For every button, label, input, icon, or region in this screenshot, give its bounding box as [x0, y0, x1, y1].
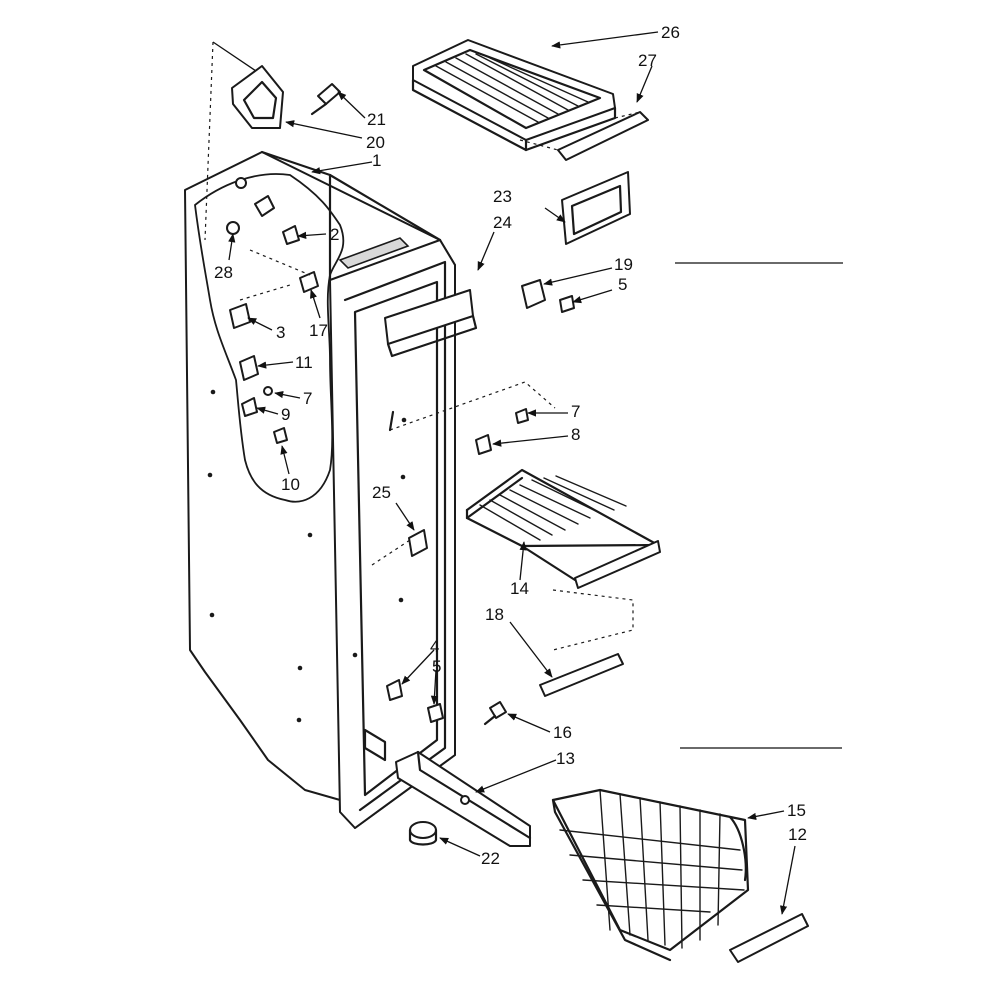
trim-strip-18	[539, 653, 624, 697]
trim-strip-12	[729, 913, 809, 963]
callout-18: 18	[485, 605, 504, 624]
callout-7b: 7	[571, 402, 580, 421]
light-shield-part	[384, 289, 478, 358]
callout-17: 17	[309, 321, 328, 340]
light-cover-part	[561, 171, 631, 245]
support-rail-part	[395, 750, 532, 847]
callout-24: 24	[493, 213, 512, 232]
wire-shelf-part	[465, 468, 661, 651]
callout-10: 10	[281, 475, 300, 494]
callout-5a: 5	[618, 275, 627, 294]
trim-strip-27	[519, 111, 649, 161]
callout-13: 13	[556, 749, 575, 768]
freezer-liner	[184, 150, 456, 829]
inner-wall-components	[226, 177, 319, 444]
callout-9: 9	[281, 405, 290, 424]
callout-1: 1	[372, 151, 381, 170]
callout-12: 12	[788, 825, 807, 844]
callout-7a: 7	[303, 389, 312, 408]
callout-14: 14	[510, 579, 529, 598]
hinge-bracket-part	[231, 65, 284, 129]
callout-21: 21	[367, 110, 386, 129]
callout-16: 16	[553, 723, 572, 742]
shelf-support-parts	[388, 381, 556, 455]
top-shelf-part	[411, 39, 617, 152]
callout-25: 25	[372, 483, 391, 502]
callout-2: 2	[330, 225, 339, 244]
screw-part	[310, 83, 341, 116]
callout-3: 3	[276, 323, 285, 342]
callout-26: 26	[661, 23, 680, 42]
callout-22: 22	[481, 849, 500, 868]
plug-part	[408, 821, 438, 846]
wire-basket-part	[551, 788, 750, 962]
callout-5b: 5	[432, 657, 441, 676]
callout-8: 8	[571, 425, 580, 444]
callout-labels: 26 27 21 20 1 2 28 17 3 11 7 9 10 23 24 …	[214, 23, 807, 868]
leader-lines	[228, 31, 796, 915]
liner-fasteners	[371, 529, 444, 723]
callout-28: 28	[214, 263, 233, 282]
light-socket-part	[521, 279, 575, 313]
callout-23: 23	[493, 187, 512, 206]
callout-4: 4	[430, 637, 439, 656]
callout-11: 11	[295, 353, 313, 372]
callout-20: 20	[366, 133, 385, 152]
callout-27: 27	[638, 51, 657, 70]
screw-part-16	[483, 701, 507, 726]
callout-15: 15	[787, 801, 806, 820]
callout-19: 19	[614, 255, 633, 274]
